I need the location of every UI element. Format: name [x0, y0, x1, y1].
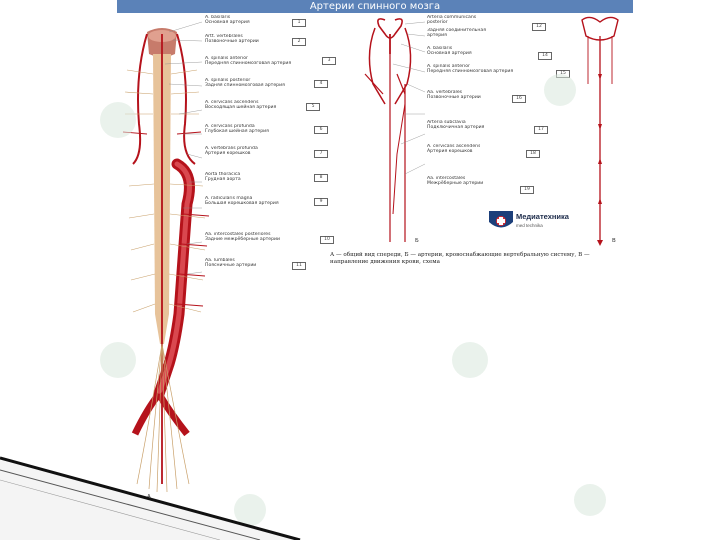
label-a-5-number: 5	[306, 103, 320, 111]
panel-letter-c: В	[612, 238, 616, 244]
panel-letter-b: Б	[415, 238, 419, 244]
label-a-7-number: 7	[314, 150, 328, 158]
label-a-8-number: 8	[314, 174, 328, 182]
flow-direction-diagram	[581, 16, 619, 246]
label-a-3-number: 3	[322, 57, 336, 65]
publisher-logo-subtitle: med technika	[516, 223, 543, 228]
label-b-7-number: 18	[526, 150, 540, 158]
panel-letter-a: А	[147, 494, 151, 500]
label-a-9-number: 9	[314, 198, 328, 206]
label-a-6-number: 6	[314, 126, 328, 134]
label-b-4-number: 15	[556, 70, 570, 78]
label-a-1-number: 1	[292, 19, 306, 27]
label-a-10-number: 10	[320, 236, 334, 244]
label-b-8-number: 19	[520, 186, 534, 194]
label-a-4-number: 4	[314, 80, 328, 88]
figure-caption: А — общий вид спереди, Б — артерии, кров…	[330, 252, 590, 265]
publisher-logo: Медиатехника med technika	[488, 209, 598, 234]
label-a-11-number: 11	[292, 262, 306, 270]
panel-b-vertebral-system: Б	[345, 14, 555, 246]
publisher-logo-emblem	[489, 211, 513, 228]
label-b-1-number: 12	[532, 23, 546, 31]
panel-c-flow-scheme: В	[570, 14, 630, 246]
label-b-5-number: 16	[512, 95, 526, 103]
label-a-2-number: 2	[292, 38, 306, 46]
vertebral-arteries-diagram	[364, 18, 426, 242]
publisher-logo-name: Медиатехника	[516, 212, 569, 221]
panel-a-spinal-cord-front: А	[117, 14, 337, 506]
decorative-slope	[0, 456, 301, 540]
label-b-6-number: 17	[534, 126, 548, 134]
label-b-3-number: 14	[538, 52, 552, 60]
slide-title: Артерии спинного мозга	[117, 0, 633, 13]
spinal-cord-illustration	[122, 21, 210, 493]
